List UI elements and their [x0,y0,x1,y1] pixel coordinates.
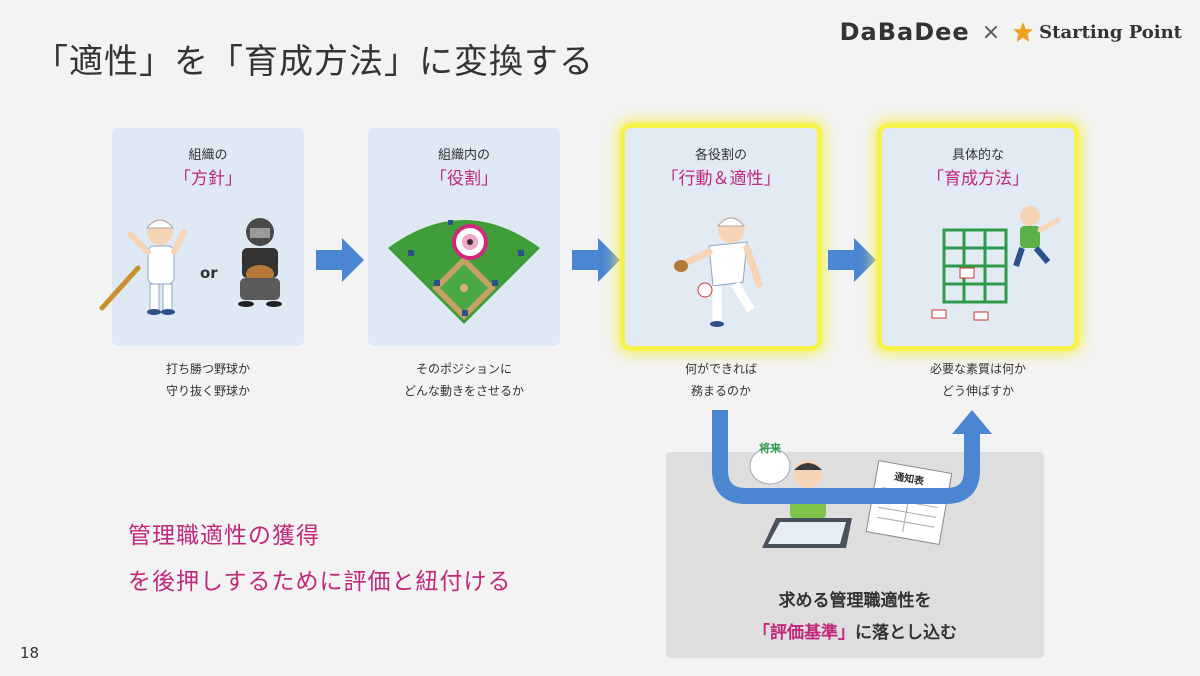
box-line-2-highlight: 「評価基準」 [753,623,855,643]
card-key: 「育成方法」 [927,169,1029,189]
caption-line: 何ができれば [684,362,757,376]
caption-line: どう伸ばすか [941,384,1014,398]
key-message: 管理職適性の獲得 を後押しするために評価と紐付ける [128,513,512,605]
card-head: 各役割の [694,148,747,163]
caption-line: 必要な素質は何か [929,362,1026,376]
baseball-field-illustration [388,220,540,324]
card-policy: 組織の 「方針」 or [99,128,304,346]
card-head: 組織の [188,148,228,163]
right-arrow-icon [572,238,620,282]
card-key: 「方針」 [174,169,242,189]
card-role: 組織内の 「役割」 [368,128,560,346]
caption-line: 打ち勝つ野球か [165,362,250,376]
card-training-method: 具体的な 「育成方法」 [882,128,1074,346]
right-arrow-icon [316,238,364,282]
batter-and-catcher-illustration [99,218,282,315]
dabadee-logo: DaBaDee [839,18,970,46]
card-head: 組織内の [437,148,490,163]
pitcher-illustration [674,217,763,327]
u-turn-arrow-icon [712,410,992,504]
card-behavior-caption: 何ができれば 務まるのか [625,358,817,402]
box-line-2: 「評価基準」に落とし込む [666,618,1044,643]
card-key: 「役割」 [430,169,498,189]
starting-point-logo: Starting Point [1012,21,1182,43]
card-key: 「行動＆適性」 [661,169,781,189]
slide-title: 「適性」を「育成方法」に変換する [34,42,594,82]
starting-point-label: Starting Point [1039,21,1182,43]
bubble-text: 将来 [759,441,782,455]
box-line-1: 求める管理職適性を [778,591,932,611]
caption-line: 守り抜く野球か [165,384,250,398]
card-behavior-aptitude: 各役割の 「行動＆適性」 [625,128,817,346]
caption-line: そのポジションに [415,362,512,376]
key-message-line: 管理職適性の獲得 [128,523,320,549]
card-training-caption: 必要な素質は何か どう伸ばすか [882,358,1074,402]
card-role-caption: そのポジションに どんな動きをさせるか [368,358,560,402]
caption-line: どんな動きをさせるか [403,384,524,398]
brand-logos: DaBaDee × Starting Point [840,18,1182,46]
star-icon [1013,21,1034,43]
page-number: 18 [20,644,40,662]
pitching-net-illustration [931,206,1061,321]
box-line-2-rest: に落とし込む [855,623,957,643]
or-label: or [200,264,218,282]
card-policy-caption: 打ち勝つ野球か 守り抜く野球か [112,358,304,402]
card-head: 具体的な [951,148,1004,163]
caption-line: 務まるのか [690,384,751,398]
key-message-line: を後押しするために評価と紐付ける [128,569,512,595]
brand-separator: × [981,19,1001,45]
right-arrow-icon [828,238,876,282]
